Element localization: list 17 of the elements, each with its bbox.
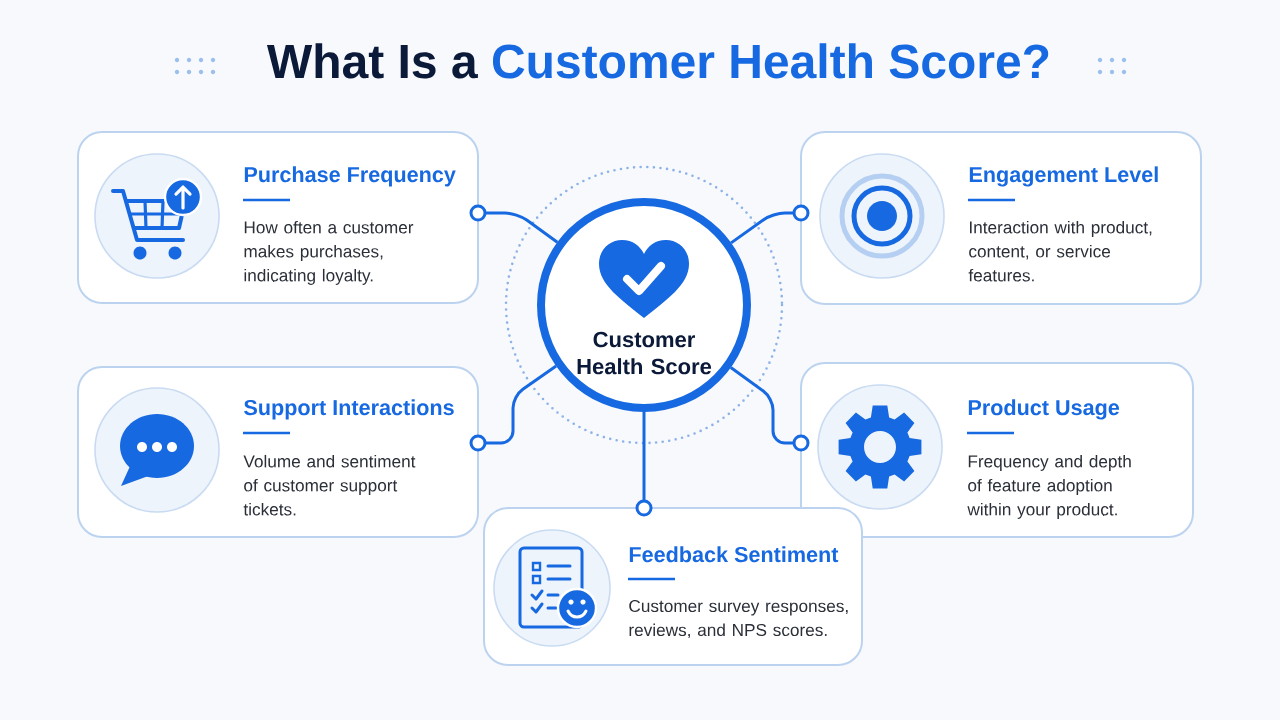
connector [729, 366, 810, 452]
card-description: How often a customer makes purchases, indicating loyalty. [244, 220, 414, 285]
card-title: Engagement Level [969, 166, 1158, 187]
card-description: Frequency and depth of feature adoption within your product. [967, 454, 1131, 519]
connector [469, 364, 557, 452]
card-title: Support Interactions [244, 399, 454, 420]
connector [730, 204, 810, 245]
card-description: Volume and sentiment of customer support tickets. [243, 454, 416, 516]
card-title: Product Usage [968, 399, 1120, 420]
card-title: Feedback Sentiment [629, 546, 839, 563]
score-label: Customer Health Score [577, 331, 712, 375]
connector [635, 412, 653, 517]
connector [469, 204, 559, 244]
card-description: Customer survey responses, reviews, and NPS scores. [629, 599, 848, 639]
card-title: Purchase Frequency [244, 166, 456, 187]
title: What Is a Customer Health Score? [266, 43, 1049, 79]
card-description: Interaction with product, content, or service features. [968, 220, 1152, 282]
